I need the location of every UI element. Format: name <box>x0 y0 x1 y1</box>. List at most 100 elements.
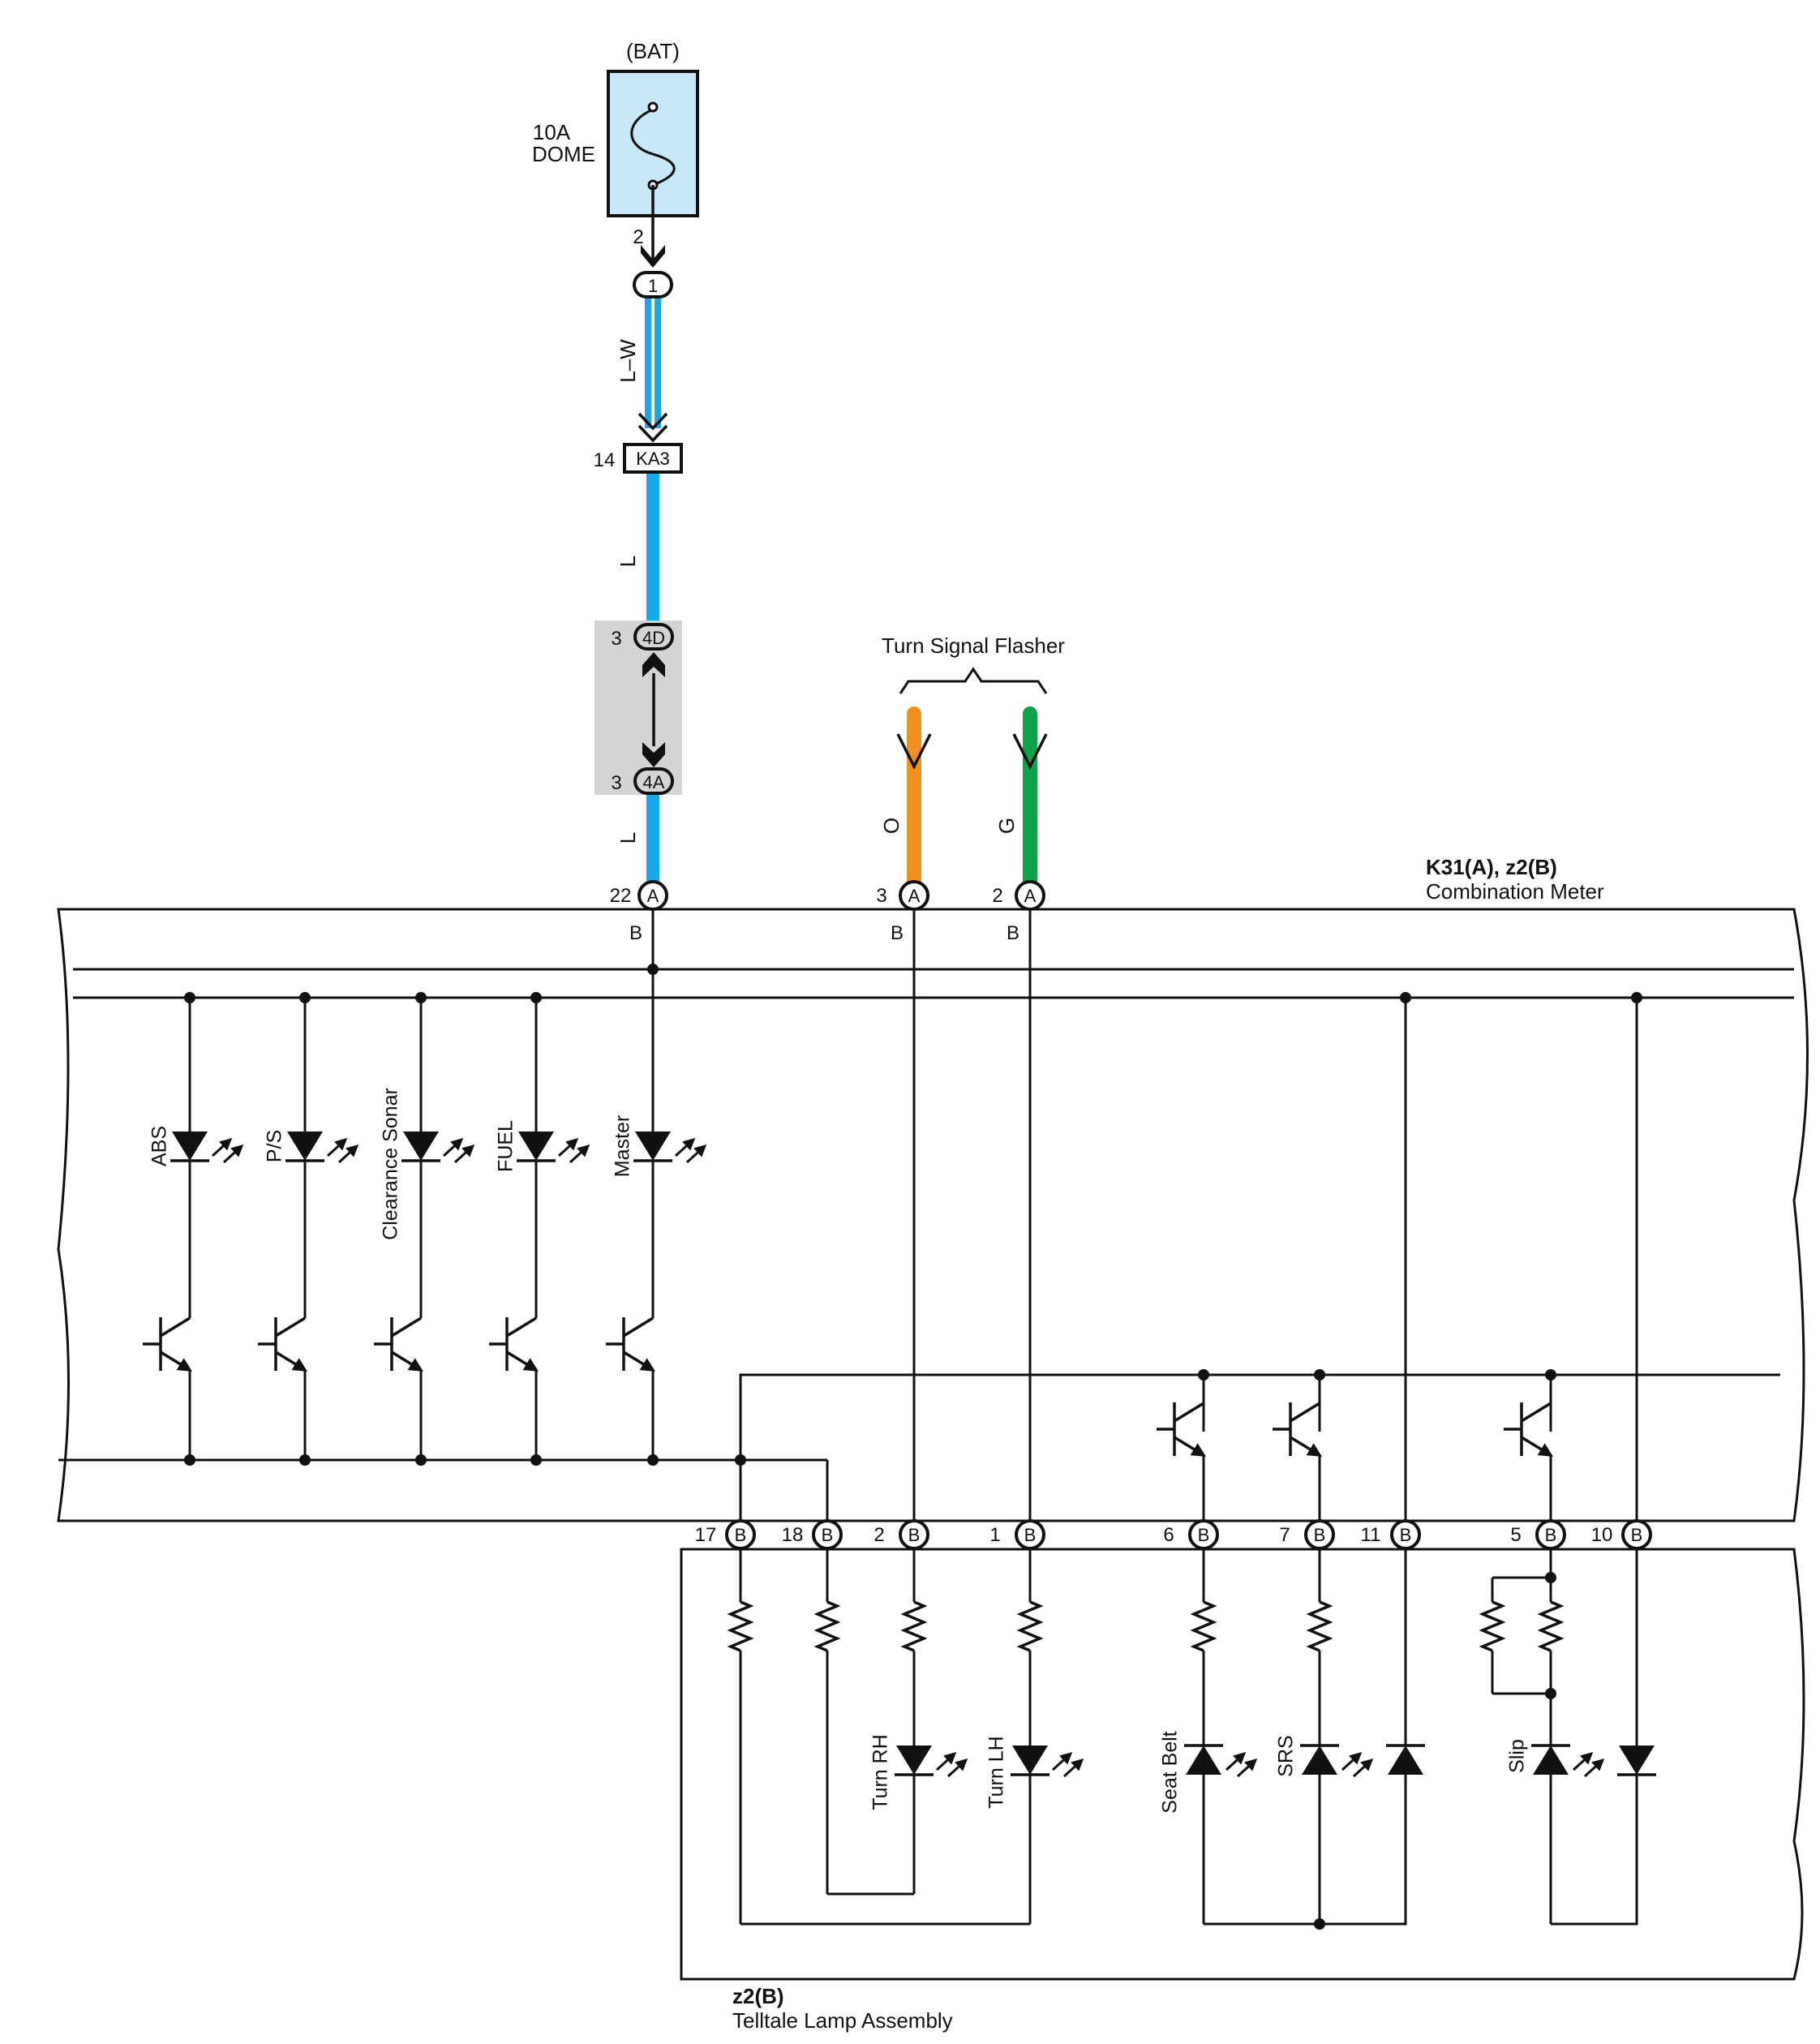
fuse-terminal-number: 2 <box>633 226 643 248</box>
resistor-icon <box>1479 1600 1506 1652</box>
led-icon <box>401 1132 475 1164</box>
led-triangle <box>635 1132 671 1161</box>
resistor-icon <box>900 1600 928 1652</box>
resistor-icon <box>813 1600 841 1652</box>
fuse-output-arrow <box>641 245 665 268</box>
led-column-3: Clearance Sonar <box>380 992 475 1466</box>
connector-4a-label: 4A <box>643 772 665 792</box>
b-pin-17: B17 <box>695 1519 756 1550</box>
flasher-brace <box>899 667 1048 694</box>
led-triangle <box>518 1132 554 1161</box>
led-icon <box>170 1132 244 1164</box>
led-column-4: FUEL <box>495 992 590 1466</box>
connector-ka3-pin: 14 <box>594 449 616 471</box>
b-pin-connector: B <box>1314 1525 1326 1545</box>
b-pin-connector: B <box>1024 1525 1037 1545</box>
transistor-icon <box>1157 1402 1206 1457</box>
meter-pin-circle <box>899 880 929 911</box>
b-pin-11: B11 <box>1361 1519 1421 1550</box>
led-emission-arrow <box>326 1137 348 1157</box>
flasher-arrow-orange <box>896 733 932 770</box>
led-emission-arrow <box>1051 1751 1073 1771</box>
b-pin-circle <box>1015 1519 1045 1550</box>
transistor-emitter <box>1521 1436 1553 1457</box>
wire-l-lower-label: L <box>616 832 640 844</box>
meter-pin-number: 3 <box>876 885 886 907</box>
transistor-collector <box>391 1316 422 1338</box>
meter-pin-circle <box>637 880 668 911</box>
transistor-collector <box>275 1316 306 1338</box>
transistor-collector <box>160 1316 191 1338</box>
connector-up-arrow <box>642 652 665 677</box>
led-icon <box>1300 1744 1374 1778</box>
b-pin-6: B6 <box>1163 1519 1219 1550</box>
meter-pin-connector: A <box>1024 886 1037 906</box>
connector-4d-label: 4D <box>642 628 665 648</box>
transistor-icon <box>606 1316 655 1372</box>
led-emission-arrow <box>1583 1758 1605 1778</box>
fuse-group: (BAT) 10A DOME 2 <box>532 39 699 248</box>
b-pin-circle <box>899 1519 929 1550</box>
led-triangle <box>403 1132 439 1161</box>
b-pin-number: 5 <box>1510 1524 1521 1546</box>
transistor-icon <box>1273 1402 1322 1457</box>
led-label-upper: P/S <box>264 1130 286 1162</box>
led-emission-arrow <box>1572 1751 1594 1771</box>
transistor-emitter <box>275 1350 307 1372</box>
transistor-collector <box>623 1316 654 1338</box>
fuse-rating: 10A <box>533 120 571 144</box>
transistor-collector <box>1290 1402 1320 1423</box>
b-pin-circle <box>1188 1519 1219 1550</box>
junction-dot <box>299 992 311 1003</box>
led-icon <box>1184 1744 1258 1778</box>
connector-ka3-label: KA3 <box>636 449 670 469</box>
transistor-icon <box>374 1316 423 1372</box>
telltale-code: z2(B) <box>732 1984 784 2008</box>
transistor-emitter <box>391 1350 423 1372</box>
wire-orange-label: O <box>879 818 904 834</box>
b-pin-circle <box>1621 1519 1652 1550</box>
led-label-upper: Clearance Sonar <box>380 1088 402 1240</box>
led-emission-arrow <box>674 1137 696 1157</box>
led-label-upper: Master <box>612 1115 634 1177</box>
led-triangle <box>1012 1746 1048 1775</box>
led-triangle <box>1186 1746 1221 1775</box>
b-pin-connector: B <box>1400 1525 1412 1545</box>
led-icon <box>1011 1746 1084 1778</box>
meter-code: K31(A), z2(B) <box>1426 855 1557 879</box>
led-lower-1733 <box>1386 1744 1425 1775</box>
led-column-2: P/S <box>264 992 359 1466</box>
telltale-panel <box>680 1548 1805 1981</box>
led-emission-arrow <box>1236 1758 1258 1778</box>
transistor-emitter <box>1290 1436 1322 1457</box>
b-pin-1: B1 <box>989 1519 1045 1550</box>
meter-pin-number: 2 <box>992 885 1002 907</box>
junction-dot <box>647 1454 659 1466</box>
b-pin-number: 18 <box>782 1524 804 1546</box>
b-pin-10: B10 <box>1591 1519 1652 1550</box>
connector-4d-pin: 3 <box>611 628 621 650</box>
transistor-icon <box>258 1316 307 1372</box>
b-pin-7: B7 <box>1279 1519 1335 1550</box>
led-triangle <box>287 1132 323 1161</box>
led-label-upper: FUEL <box>495 1120 517 1172</box>
junction-dot <box>530 992 542 1003</box>
meter-pin-circle <box>1015 880 1045 911</box>
b-pin-number: 1 <box>989 1524 1000 1546</box>
b-pin-connector: B <box>908 1525 921 1545</box>
led-emission-arrow <box>557 1137 579 1157</box>
transistor-icon <box>489 1316 539 1372</box>
connector-4d <box>633 623 674 651</box>
diode-triangle <box>1388 1746 1423 1775</box>
junction-dot <box>184 992 195 1003</box>
fuse-terminal-top <box>647 101 659 113</box>
led-emission-arrow <box>685 1144 707 1164</box>
led-emission-arrow <box>337 1144 359 1164</box>
led-triangle <box>1533 1746 1569 1775</box>
connector-down-arrow <box>642 742 665 767</box>
